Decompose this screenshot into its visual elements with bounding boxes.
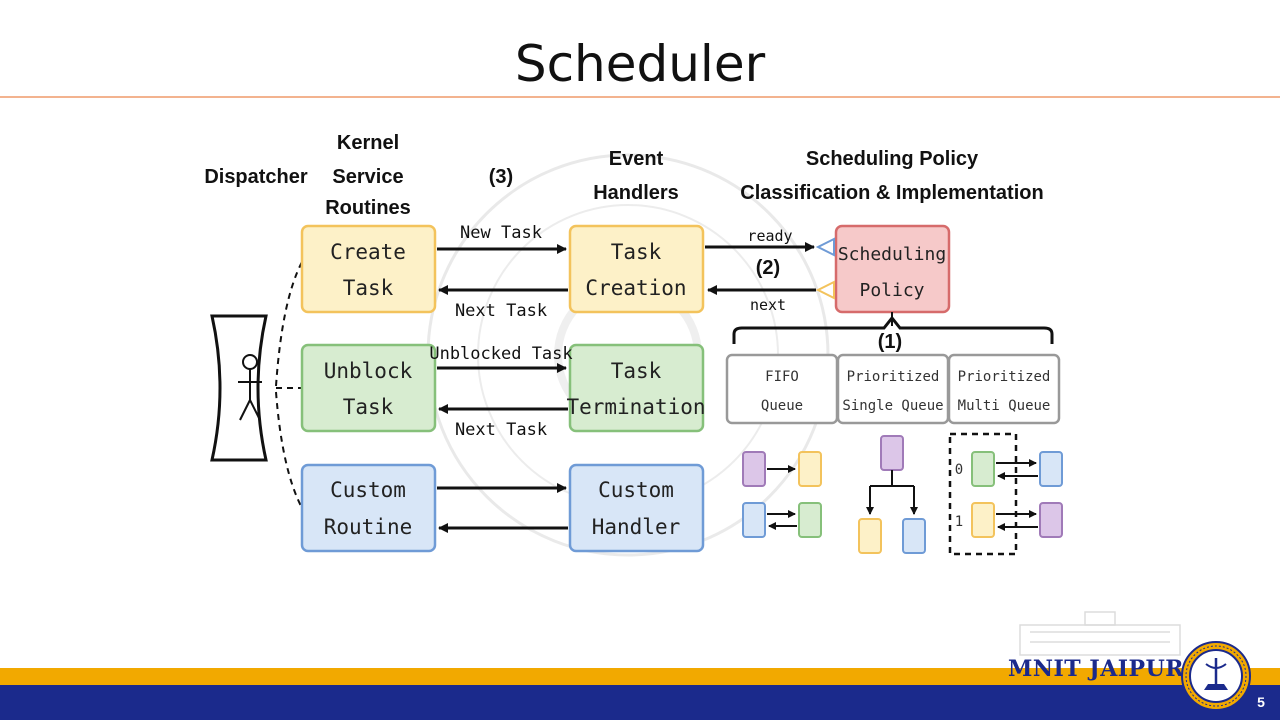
svg-text:Policy: Policy bbox=[859, 280, 924, 301]
handler-task-creation: Task Creation bbox=[568, 224, 705, 314]
step-2-label: (2) bbox=[756, 257, 780, 279]
svg-text:Single Queue: Single Queue bbox=[842, 398, 943, 414]
header-policy-line1: Scheduling Policy bbox=[806, 148, 979, 170]
arrow-next: next bbox=[707, 285, 816, 314]
dispatcher-connectors bbox=[275, 261, 303, 509]
queue-fifo: FIFO Queue bbox=[725, 353, 839, 425]
header-kernel-line1: Kernel bbox=[337, 132, 399, 154]
arrow-new-task: New Task bbox=[437, 223, 567, 254]
svg-text:Scheduling: Scheduling bbox=[838, 244, 946, 265]
header-kernel-line2: Service bbox=[332, 166, 403, 188]
fifo-illustration bbox=[742, 451, 822, 538]
policy-port-next bbox=[815, 280, 835, 300]
step-3-label: (3) bbox=[489, 166, 513, 188]
handler-custom: Custom Handler bbox=[568, 463, 705, 553]
institute-logo bbox=[1181, 641, 1251, 711]
footer-blue-band bbox=[0, 685, 1280, 720]
svg-text:next: next bbox=[750, 296, 786, 314]
slide-title: Scheduler bbox=[514, 35, 766, 93]
header-policy-line2: Classification & Implementation bbox=[740, 182, 1043, 204]
page-number: 5 bbox=[1257, 694, 1265, 710]
svg-text:Unblock: Unblock bbox=[324, 359, 413, 383]
step-1-label: (1) bbox=[878, 331, 902, 353]
multi-queue-illustration: 0 1 bbox=[948, 432, 1063, 556]
dispatcher-actor bbox=[210, 314, 268, 462]
handler-task-termination: Task Termination bbox=[566, 343, 706, 433]
queue-prioritized-multi: Prioritized Multi Queue bbox=[947, 353, 1061, 425]
svg-text:Custom: Custom bbox=[330, 478, 406, 502]
policy-brace bbox=[732, 312, 1054, 344]
routine-custom: Custom Routine bbox=[300, 463, 437, 553]
title-divider bbox=[0, 96, 1280, 98]
svg-text:Task: Task bbox=[611, 240, 662, 264]
single-queue-tree bbox=[858, 435, 926, 554]
arrow-next-task-1: Next Task bbox=[438, 285, 568, 321]
svg-text:Creation: Creation bbox=[585, 276, 686, 300]
svg-text:Next Task: Next Task bbox=[455, 301, 547, 321]
footer-gold-band bbox=[0, 668, 1280, 685]
arrow-unblocked-task: Unblocked Task bbox=[429, 344, 573, 373]
scheduler-diagram: Dispatcher Kernel Service Routines (3) E… bbox=[204, 132, 1181, 656]
arrow-ready: ready bbox=[705, 227, 815, 252]
scheduling-policy-box: Scheduling Policy bbox=[834, 224, 951, 314]
svg-text:Unblocked Task: Unblocked Task bbox=[429, 344, 572, 364]
svg-text:Create: Create bbox=[330, 240, 406, 264]
svg-text:Handler: Handler bbox=[592, 515, 681, 539]
svg-text:New Task: New Task bbox=[460, 223, 542, 243]
svg-text:Task: Task bbox=[343, 395, 394, 419]
svg-text:0: 0 bbox=[955, 462, 963, 478]
queue-prioritized-single: Prioritized Single Queue bbox=[836, 353, 950, 425]
svg-text:Termination: Termination bbox=[566, 395, 705, 419]
svg-text:Routine: Routine bbox=[324, 515, 413, 539]
header-event-line2: Handlers bbox=[593, 182, 679, 204]
header-event-line1: Event bbox=[609, 148, 664, 170]
svg-text:Prioritized: Prioritized bbox=[847, 369, 940, 385]
svg-text:1: 1 bbox=[955, 514, 963, 530]
routine-create-task: Create Task bbox=[300, 224, 437, 314]
institute-brand: MNIT JAIPUR bbox=[1008, 656, 1185, 682]
svg-text:Task: Task bbox=[611, 359, 662, 383]
header-dispatcher: Dispatcher bbox=[204, 166, 308, 188]
svg-text:Custom: Custom bbox=[598, 478, 674, 502]
svg-text:Next Task: Next Task bbox=[455, 420, 547, 440]
svg-text:ready: ready bbox=[747, 227, 792, 245]
arrow-next-task-2: Next Task bbox=[438, 404, 568, 440]
campus-building-sketch bbox=[1019, 611, 1181, 656]
svg-text:Task: Task bbox=[343, 276, 394, 300]
header-kernel-line3: Routines bbox=[325, 197, 411, 219]
svg-text:Prioritized: Prioritized bbox=[958, 369, 1051, 385]
svg-text:FIFO: FIFO bbox=[765, 369, 799, 385]
svg-text:Queue: Queue bbox=[761, 398, 803, 414]
policy-port-ready bbox=[815, 237, 835, 257]
svg-text:Multi Queue: Multi Queue bbox=[958, 398, 1051, 414]
routine-unblock-task: Unblock Task bbox=[300, 343, 437, 433]
